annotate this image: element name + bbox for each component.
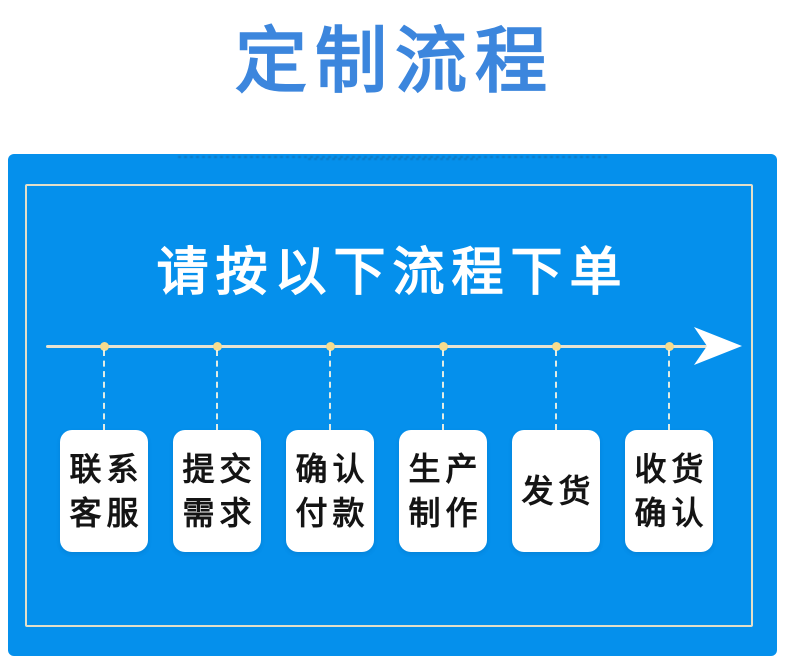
panel-heading: 请按以下流程下单 (156, 243, 629, 303)
step-label-line: 收货 (634, 449, 709, 488)
timeline-dot (664, 342, 674, 351)
step-label-line: 发货 (521, 471, 596, 510)
step-card-contact-service: 联系 客服 (60, 430, 148, 552)
connector-dashed-line (329, 350, 331, 430)
watermark (177, 156, 608, 168)
timeline-dot (551, 342, 561, 351)
process-panel: 请按以下流程下单 联系 客服 提交 需求 确认 付款 (8, 154, 777, 656)
timeline-dot (212, 342, 222, 351)
step-label-line: 联系 (69, 449, 144, 488)
step-label-line: 付款 (295, 494, 370, 532)
step-label-line: 确认 (634, 494, 709, 532)
page-title: 定制流程 (234, 19, 555, 103)
timeline-dot (325, 342, 335, 351)
step-label-line: 需求 (182, 494, 257, 532)
step-card-confirm-payment: 确认 付款 (286, 430, 374, 552)
connector-dashed-line (103, 350, 105, 430)
connector-dashed-line (555, 350, 557, 430)
connector-dashed-line (442, 350, 444, 430)
step-card-confirm-receipt: 收货 确认 (625, 430, 713, 552)
step-card-ship-goods: 发货 (512, 430, 600, 552)
watermark-line (307, 158, 478, 160)
step-label-line: 生产 (408, 449, 483, 488)
connector-dashed-line (216, 350, 218, 430)
connector-dashed-line (668, 350, 670, 430)
arrow-head-icon (694, 327, 742, 365)
step-card-production: 生产 制作 (399, 430, 487, 552)
step-label-line: 确认 (295, 449, 370, 488)
step-card-submit-requirements: 提交 需求 (173, 430, 261, 552)
step-label-line: 客服 (69, 494, 144, 532)
timeline-dot (99, 342, 109, 351)
timeline-dot (438, 342, 448, 351)
timeline-line (46, 345, 708, 348)
watermark-line (177, 156, 608, 158)
step-label-line: 制作 (408, 494, 483, 532)
step-label-line: 提交 (182, 449, 257, 488)
